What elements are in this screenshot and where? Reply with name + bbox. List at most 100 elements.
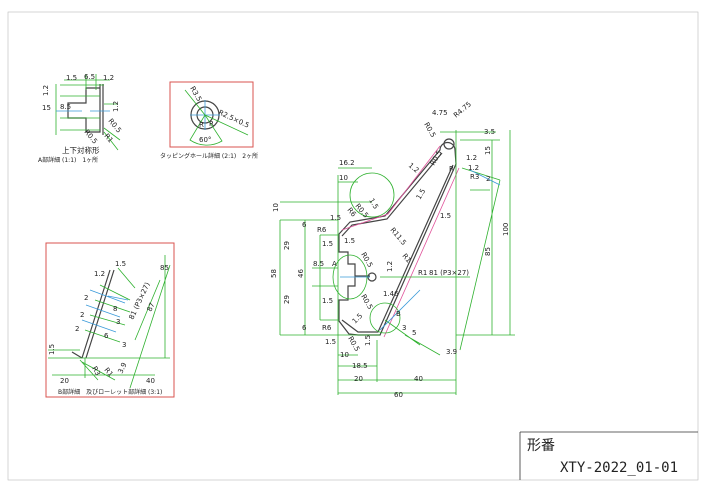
dim: 1.5	[325, 338, 336, 346]
detail-a: 1.5 6.5 1.2 1.2 15 8.5 1.2 R0.5 R1 R0.5 …	[38, 73, 123, 164]
dim: 16.2	[339, 159, 355, 167]
dim: 81 (P3×27)	[128, 281, 152, 321]
dim: B	[396, 310, 401, 318]
dim: 15	[484, 146, 492, 155]
dim: 4.75	[432, 109, 448, 117]
dim: 1.2	[103, 74, 114, 82]
dim: 3.5	[484, 128, 495, 136]
dim: 1.5	[322, 297, 333, 305]
main-view: 4.75 R4.75 R0.5 3.5 15 1.2 1.2 R3 R 2 R0…	[270, 100, 515, 399]
dim: 1.2	[94, 270, 105, 278]
dim: R1	[418, 269, 427, 277]
dim: 81 (P3×27)	[429, 269, 469, 277]
dim: R1	[102, 132, 114, 144]
dim: 1.5	[440, 212, 451, 220]
dim: 10	[272, 203, 280, 212]
dim: 20	[354, 375, 363, 383]
dim: 1.5	[48, 344, 56, 355]
dim: R6	[317, 226, 327, 234]
dim: 10	[340, 351, 349, 359]
dim: R	[449, 165, 454, 173]
dim: 29	[283, 295, 291, 304]
dim: 1.5	[364, 335, 372, 346]
dim: 6	[302, 324, 307, 332]
dim: R1	[102, 366, 114, 378]
part-number: XTY-2022_01-01	[560, 460, 678, 476]
dim: 1.5	[115, 260, 126, 268]
dim: 6	[104, 332, 109, 340]
dim: R4.75	[452, 100, 473, 119]
dim: R0.5	[82, 128, 98, 145]
dim: 1.5	[322, 240, 333, 248]
dim: 1.2	[386, 261, 394, 272]
tapping-caption: タッピングホール詳細 (2:1) 2ヶ所	[160, 152, 258, 160]
dim: R0.5	[429, 149, 444, 167]
detail-a-caption: A部詳細 (1:1) 1ヶ所	[38, 156, 98, 164]
dim: 1.5	[415, 187, 427, 201]
dim: R11.5	[388, 226, 407, 247]
dim: 8.5	[313, 260, 324, 268]
dim: R0.5	[422, 121, 437, 139]
dim: 60	[394, 391, 403, 399]
dim: A	[332, 260, 337, 268]
dim: 1.5	[367, 197, 379, 211]
dim: 2	[84, 294, 88, 302]
dim: 100	[502, 223, 510, 236]
dim: 29	[283, 241, 291, 250]
dim: 3.9	[117, 361, 129, 374]
tapping-hole-detail: R3.5 R2.5×0.5 R R 60° タッピングホール詳細 (2:1) 2…	[160, 81, 258, 160]
detail-frame	[45, 242, 175, 398]
dim: 1.46	[383, 290, 399, 298]
dim: 2	[75, 325, 79, 333]
dim: R3.5	[188, 85, 203, 103]
dim: 85	[160, 264, 169, 272]
dim: 3	[122, 341, 126, 349]
dim: 40	[414, 375, 423, 383]
detail-frame	[169, 81, 254, 148]
dim: 3.9	[446, 348, 457, 356]
dim: 8.5	[60, 103, 71, 111]
sheet-border	[7, 11, 699, 481]
dim: 6	[302, 221, 307, 229]
dim: 3	[402, 324, 406, 332]
dim: R	[199, 121, 204, 129]
dim: R1	[400, 252, 412, 264]
detail-a-note: 上下対称形	[62, 145, 100, 155]
dim: 58	[270, 269, 278, 278]
dim: R6	[322, 324, 332, 332]
dim: 1.2	[407, 161, 421, 174]
dim: 1.5	[344, 237, 355, 245]
dim: 1.2	[42, 85, 50, 96]
dim: 1.5	[330, 214, 341, 222]
dim: 85	[484, 247, 492, 256]
dim: R	[209, 120, 214, 128]
title-block-label: 形番	[527, 438, 555, 454]
dim: R3	[470, 173, 479, 181]
detail-b: 1.5 1.2 85 2 8 2 3 81 (P3×27) 87 6 2 3 1…	[45, 242, 175, 398]
dim: R0.5	[359, 251, 374, 269]
title-block: 形番 XTY-2022_01-01	[519, 431, 698, 480]
dim: 18.5	[352, 362, 368, 370]
dim: 5	[412, 329, 416, 337]
dim: 40	[146, 377, 155, 385]
dim: 87	[146, 301, 157, 312]
dim: 6.5	[84, 73, 95, 81]
dim: 1.5	[351, 312, 365, 326]
dim: 3	[116, 318, 120, 326]
dim: 8	[113, 305, 117, 313]
dim: 2	[486, 175, 490, 183]
dim: 20	[60, 377, 69, 385]
dim: 1.2	[468, 164, 479, 172]
dim: R0.5	[359, 293, 374, 311]
dim: 1.2	[466, 154, 477, 162]
dim: 46	[297, 269, 305, 278]
dim: 1.5	[66, 74, 77, 82]
detail-b-caption: B部詳細 及びローレット部詳細 (3:1)	[58, 388, 162, 396]
dim: 10	[339, 174, 348, 182]
dim: 2	[80, 311, 84, 319]
dim: 1.2	[112, 101, 120, 112]
dim: R3	[90, 365, 102, 377]
dim: R2.5×0.5	[217, 109, 250, 130]
dim: 60°	[199, 136, 211, 144]
